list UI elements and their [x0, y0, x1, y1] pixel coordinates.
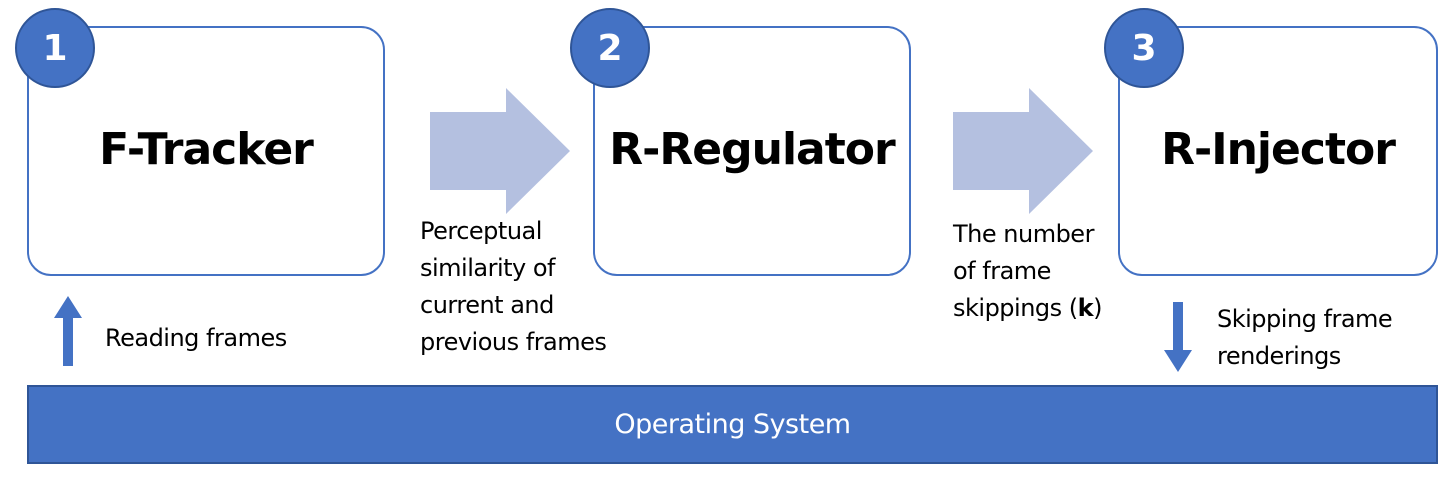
- reading-frames-label: Reading frames: [105, 324, 287, 352]
- frame-skipping-suffix: ): [1093, 294, 1102, 322]
- r-regulator-title: R-Regulator: [609, 124, 895, 175]
- r-regulator-box: R-Regulator: [593, 26, 911, 276]
- frame-skipping-caption-line: The number: [953, 220, 1094, 248]
- frame-skipping-caption-line: skippings (k): [953, 290, 1102, 327]
- similarity-caption-line: previous frames: [420, 328, 607, 356]
- operating-system-bar: Operating System: [27, 385, 1438, 464]
- skipping-renderings-caption: Skipping frame renderings: [1217, 301, 1393, 375]
- operating-system-label: Operating System: [614, 409, 851, 440]
- down-arrow-icon: [1164, 302, 1192, 372]
- skipping-renderings-line: Skipping frame: [1217, 305, 1393, 333]
- frame-skipping-caption: The number of frame skippings (k): [953, 216, 1102, 327]
- similarity-caption-line: Perceptual: [420, 217, 542, 245]
- flow-arrow-shape: [953, 88, 1093, 214]
- step-badge-1: 1: [15, 8, 95, 88]
- similarity-caption-line: current and: [420, 291, 554, 319]
- skipping-renderings-line: renderings: [1217, 342, 1341, 370]
- similarity-caption: Perceptual similarity of current and pre…: [420, 213, 607, 361]
- step-badge-3: 3: [1104, 8, 1184, 88]
- step-badge-2: 2: [570, 8, 650, 88]
- similarity-caption-line: similarity of: [420, 254, 556, 282]
- k-variable: k: [1077, 294, 1094, 322]
- f-tracker-title: F-Tracker: [99, 124, 314, 175]
- frame-skipping-caption-line: of frame: [953, 257, 1051, 285]
- frame-skipping-prefix: skippings (: [953, 294, 1078, 322]
- right-block-arrow-icon: [953, 88, 1093, 214]
- right-block-arrow-icon: [430, 88, 570, 214]
- r-injector-title: R-Injector: [1161, 124, 1396, 175]
- flow-arrow-shape: [430, 88, 570, 214]
- up-arrow-icon: [54, 296, 82, 366]
